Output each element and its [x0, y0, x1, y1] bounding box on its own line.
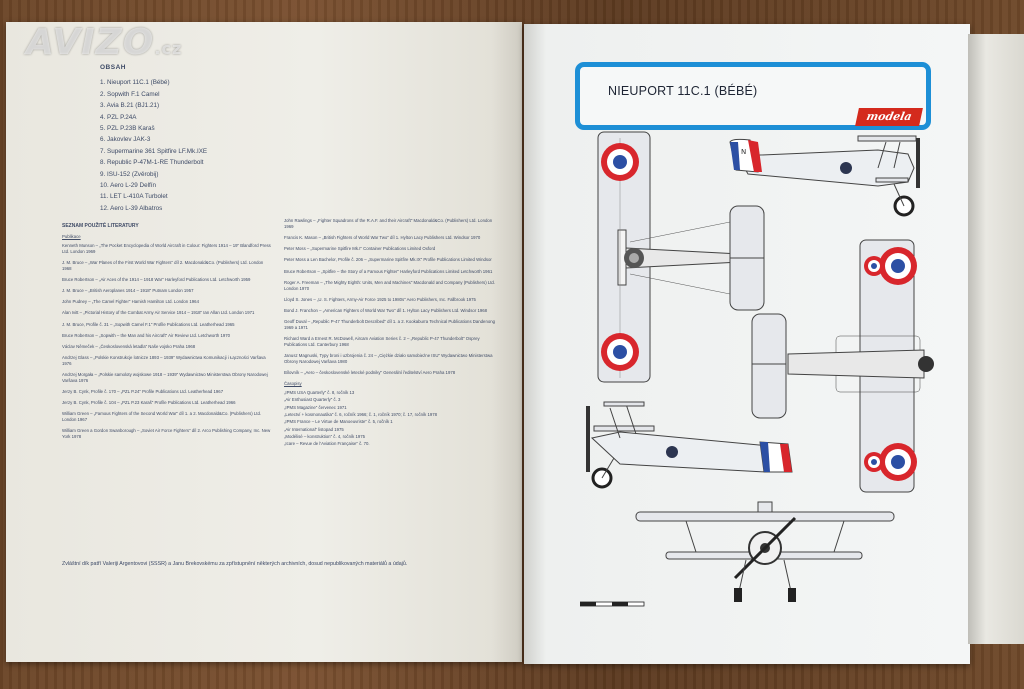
- literature-entry: J. M. Bruce – „War Planes of the First W…: [62, 259, 264, 271]
- literature-title: SEZNAM POUŽITÉ LITERATURY: [62, 223, 139, 229]
- literature-entry: Bruce Robertson – „Sopwith – the Man and…: [62, 332, 230, 338]
- contents-item: 5. PZL P.23B Karaš: [100, 125, 155, 133]
- page-title: NIEUPORT 11C.1 (BÉBÉ): [608, 84, 758, 98]
- literature-entry: Andrzej Morgała – „Polskie samoloty wojs…: [62, 372, 268, 383]
- literature-entry: William Green a Gordon Swanborough – „So…: [62, 428, 271, 440]
- literature-entry: Bruce Robertson – „Air Aces of the 1914 …: [62, 276, 251, 282]
- literature-entry: Peter Moss – „Supermarine Spitfire Mk.I"…: [284, 246, 436, 252]
- contents-item: 2. Sopwith F.1 Camel: [100, 90, 160, 98]
- contents-item: 12. Aero L-39 Albatros: [100, 204, 163, 212]
- contents-items: 1. Nieuport 11C.1 (Bébé) 2. Sopwith F.1 C…: [100, 77, 207, 214]
- periodical-entry: „Letectví + kosmonautika" č. 6, ročník 1…: [284, 411, 438, 417]
- contents-item: 3. Avia B.21 (BJ1.21): [100, 102, 160, 110]
- literature-entry: John Rawlings – „Fighter Squadrons of th…: [284, 218, 493, 229]
- watermark-logo: AVIZO.cz: [26, 22, 182, 63]
- contents-item: 1. Nieuport 11C.1 (Bébé): [100, 79, 170, 87]
- periodical-entry: „IPMS Magazine" červenec 1971: [284, 404, 347, 410]
- literature-section: SEZNAM POUŽITÉ LITERATURY Publikace Kenn…: [62, 218, 502, 446]
- literature-entry: Andrzej Glass – „Polskie Konstrukcje lot…: [62, 355, 266, 366]
- literature-entry: Kenneth Munson – „The Pocket Encyclopedi…: [62, 242, 271, 254]
- watermark-tld: .cz: [154, 39, 183, 58]
- next-page-edge: [968, 34, 1024, 644]
- periodical-entry: „Icare – Revue de l'Aviation Française" …: [284, 441, 370, 447]
- watermark-brand: AVIZO: [26, 22, 155, 63]
- literature-entry: Richard Ward a Ernest R. McDowell, Airca…: [284, 336, 480, 347]
- books-label: Publikace: [62, 234, 81, 239]
- modela-logo: modela: [855, 108, 923, 126]
- periodical-entry: „IPMS France – Le Virtue de Manoeuvriste…: [284, 419, 393, 425]
- literature-column-1: Publikace Kenneth Munson – „The Pocket E…: [62, 232, 272, 445]
- literature-entry: John Pudney – „The Camel Fighter" Hamish…: [62, 299, 199, 305]
- modela-logo-text: modela: [865, 110, 913, 123]
- literature-entry: J. M. Bruce, Profile č. 31 – „Sopwith Ca…: [62, 321, 235, 327]
- literature-entry: Peter Moss a Len Bachelor, Profile č. 20…: [284, 257, 492, 263]
- contents-list: OBSAH 1. Nieuport 11C.1 (Bébé) 2. Sopwith…: [100, 62, 207, 214]
- literature-entry: Jerzy B. Cynk, Profile č. 104 – „PZL P.2…: [62, 400, 236, 406]
- contents-item: 10. Aero L-29 Delfín: [100, 182, 157, 190]
- literature-entry: Francis K. Mason – „British Fighters of …: [284, 234, 481, 240]
- bottom-view-drawing: [751, 239, 934, 493]
- literature-entry: Václav Němeček – „Československá letadla…: [62, 343, 196, 349]
- contents-item: 6. Jakovlev JAK-3: [100, 136, 151, 144]
- literature-entry: Janusz Magnuski, Typy broni i uzbrojenia…: [284, 353, 493, 364]
- literature-entry: Geoff Duval – „Republic P-47 Thunderbolt…: [284, 319, 496, 330]
- side-view-left-drawing: [586, 401, 793, 489]
- svg-text:N: N: [741, 148, 746, 156]
- scale-bar: [580, 601, 645, 607]
- acknowledgement-text: Zvláštní dík patří Valeriji Argentovovi …: [62, 561, 408, 567]
- periodical-entry: „IPMS USA Quarterly" č. 8, ročník 13: [284, 390, 355, 396]
- literature-entry: Bruce Robertson – „Spitfire – the Story …: [284, 268, 493, 274]
- literature-entry: Lloyd S. Jones – „U. S. Fighters, Army-A…: [284, 296, 476, 302]
- literature-entry: Alan Ivitt – „Pictorial History of the C…: [62, 310, 255, 316]
- literature-column-2: John Rawlings – „Fighter Squadrons of th…: [284, 218, 499, 448]
- literature-entry: Bílovník – „Aero – československé leteck…: [284, 370, 456, 376]
- literature-entry: Roger A. Freeman – „The Mighty Eighth: U…: [284, 279, 495, 291]
- contents-item: 9. ISU-152 (Zvěrobij): [100, 170, 159, 178]
- periodical-entry: „Air Enthusiast Quarterly" č. 3: [284, 397, 341, 403]
- literature-entry: Jerzy B. Cynk, Profile č. 170 – „PZL P.2…: [62, 389, 224, 395]
- contents-item: 8. Republic P-47M-1-RE Thunderbolt: [100, 159, 204, 167]
- contents-item: 4. PZL P.24A: [100, 113, 137, 121]
- side-view-drawing: N: [729, 135, 920, 217]
- left-page: OBSAH 1. Nieuport 11C.1 (Bébé) 2. Sopwith…: [6, 22, 522, 662]
- contents-title: OBSAH: [100, 64, 126, 71]
- top-view-drawing: [597, 131, 765, 383]
- literature-entry: J. M. Bruce – „British Aeroplanes 1914 –…: [62, 287, 194, 293]
- periodicals-label: Časopisy: [284, 381, 302, 387]
- literature-entry: Bond J. Franchon – „American Fighters of…: [284, 307, 488, 313]
- front-view-drawing: [635, 501, 895, 602]
- contents-item: 11. LET L-410A Turbolet: [100, 193, 168, 201]
- contents-item: 7. Supermarine 361 Spitfire LF.Mk.IXE: [100, 147, 208, 155]
- literature-entry: William Green – „Famous Fighters of the …: [62, 411, 262, 423]
- periodical-entry: „Air International" listopad 1975: [284, 426, 344, 432]
- periodical-entry: „Modélisé – konstruktion" č. 4, ročník 1…: [284, 433, 366, 439]
